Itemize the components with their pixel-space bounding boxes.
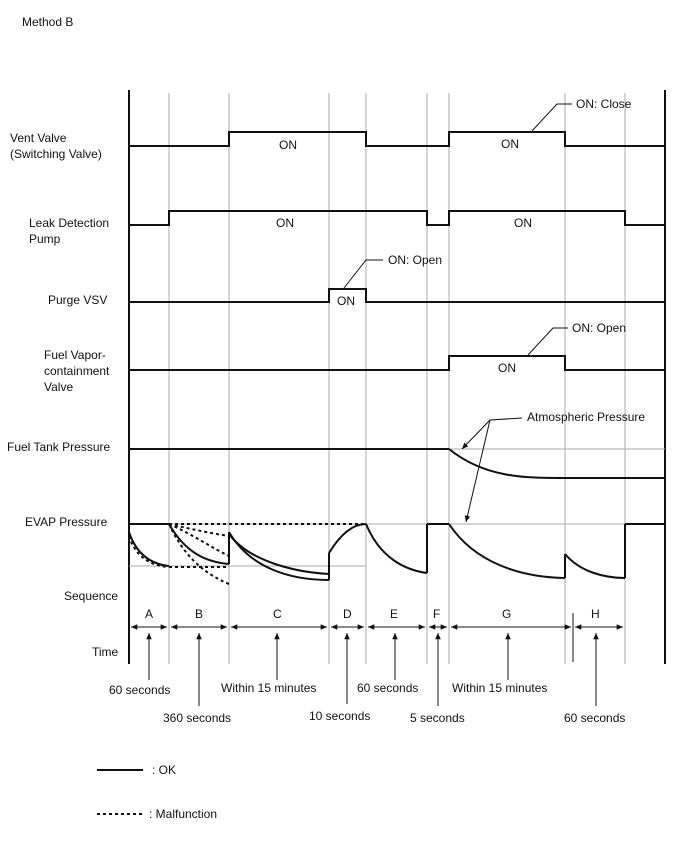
leak-pump-label-sub: Pump [29,232,61,246]
leak-pump-on-label-2: ON [514,216,532,230]
duration-b: 360 seconds [163,711,231,725]
vent-valve-callout: ON: Close [576,97,632,111]
duration-f: 5 seconds [410,711,465,725]
frame [128,90,666,664]
duration-e: 60 seconds [357,681,418,695]
purge-vsv-on-label: ON [337,294,355,308]
vent-valve-on-label-1: ON [279,138,297,152]
legend-ok-label: : OK [152,763,176,777]
phase-span-arrows [131,613,623,662]
step-h: H [591,607,600,621]
fuel-tank-pressure-label: Fuel Tank Pressure [7,440,110,454]
diagram-title: Method B [22,15,73,29]
vent-valve-label: Vent Valve [10,131,67,145]
duration-labels: 60 seconds 360 seconds Within 15 minutes… [109,681,625,725]
duration-pointers [146,633,599,706]
fuel-vapor-valve-callout-line [527,327,568,356]
step-d: D [343,607,352,621]
purge-vsv-signal [129,288,665,303]
step-c: C [273,607,282,621]
legend: : OK : Malfunction [97,763,217,821]
purge-vsv-callout-line [343,259,383,289]
fuel-vapor-valve-callout: ON: Open [572,321,626,335]
fuel-tank-pressure-decay [448,448,665,479]
vent-valve-on-label-2: ON [501,137,519,151]
vent-valve-signal [129,131,665,147]
step-f: F [433,607,440,621]
vent-valve-callout-line [531,103,572,132]
leak-pump-label: Leak Detection [29,216,109,230]
vent-valve-label-sub: (Switching Valve) [10,147,102,161]
step-e: E [390,607,398,621]
evap-pressure-label: EVAP Pressure [25,515,108,529]
sequence-steps: A B C D E F G H [145,607,600,621]
fuel-vapor-valve-signal [129,355,665,371]
purge-vsv-callout: ON: Open [388,253,442,267]
fuel-vapor-valve-label-2: containment [44,364,110,378]
fuel-vapor-valve-label-3: Valve [44,380,73,394]
duration-d: 10 seconds [309,709,370,723]
leak-pump-signal [129,210,665,226]
atmospheric-callout: Atmospheric Pressure [461,410,645,523]
duration-h: 60 seconds [564,711,625,725]
duration-g: Within 15 minutes [452,681,547,695]
step-a: A [145,607,153,621]
evap-malfunction-trace [128,523,366,585]
vent-valve-row: Vent Valve (Switching Valve) ON ON ON: C… [10,97,665,161]
time-label: Time [92,645,119,659]
legend-malfunction-label: : Malfunction [149,807,217,821]
fuel-vapor-valve-label-1: Fuel Vapor- [44,348,106,362]
leak-pump-on-label-1: ON [276,216,294,230]
duration-a: 60 seconds [109,683,170,697]
duration-c: Within 15 minutes [221,681,316,695]
sequence-label: Sequence [64,589,118,603]
leak-pump-row: Leak Detection Pump ON ON [29,210,665,246]
purge-vsv-row: Purge VSV ON ON: Open [48,253,665,308]
fuel-tank-pressure-row: Fuel Tank Pressure [7,440,665,479]
fuel-vapor-valve-on-label: ON [498,361,516,375]
purge-vsv-label: Purge VSV [48,293,107,307]
atmospheric-callout-label: Atmospheric Pressure [527,410,645,424]
evap-pressure-row: EVAP Pressure [25,515,665,585]
evap-ok-trace [128,523,665,581]
step-g: G [502,607,511,621]
fuel-vapor-valve-row: Fuel Vapor- containment Valve ON ON: Ope… [44,321,665,394]
step-b: B [195,607,203,621]
